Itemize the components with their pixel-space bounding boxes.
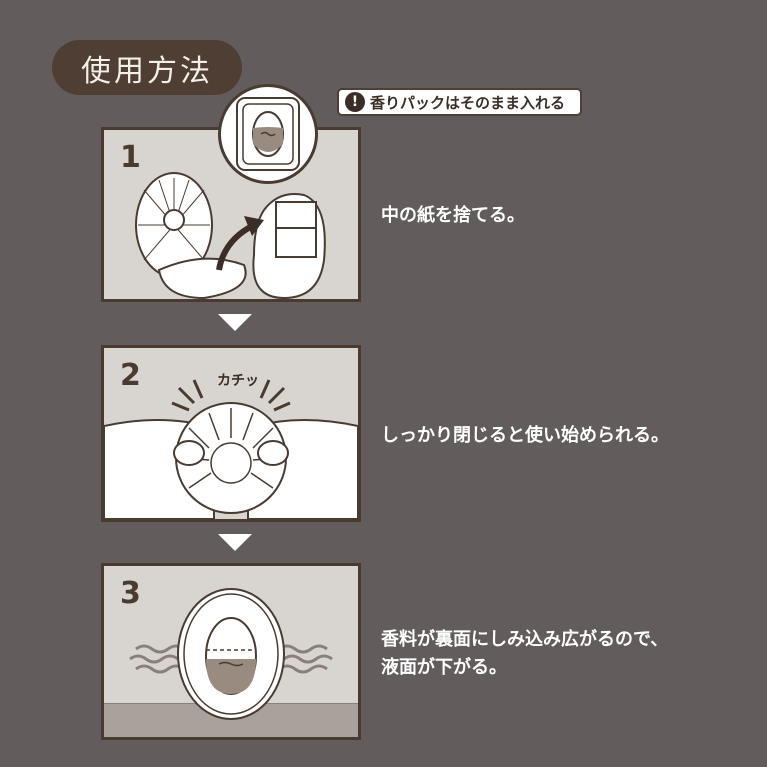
step-3-text-line-2: 液面が下がる。 — [381, 657, 507, 678]
step-1-text: 中の紙を捨てる。 — [381, 205, 525, 226]
down-arrow-icon — [218, 534, 252, 551]
fragrance-pack-icon — [236, 97, 300, 171]
note-badge: ! 香りパックはそのまま入れる — [337, 88, 582, 116]
page-title: 使用方法 — [52, 40, 242, 95]
step-number: 1 — [120, 140, 141, 175]
step-number: 2 — [120, 358, 141, 393]
step-3-illustration — [129, 588, 333, 720]
step-3-text: 香料が裏面にしみ込み広がるので、 液面が下がる。 — [381, 626, 668, 682]
fragrance-pack-detail-illustration — [218, 84, 318, 184]
step-1-illustration — [135, 172, 326, 299]
down-arrow-icon — [218, 314, 252, 331]
step-2-text: しっかり閉じると使い始められる。 — [381, 425, 669, 446]
step-2-illustration — [104, 379, 358, 519]
step-3-text-line-1: 香料が裏面にしみ込み広がるので、 — [381, 629, 669, 650]
click-sound-label: カチッ — [217, 373, 259, 389]
note-text: 香りパックはそのまま入れる — [370, 93, 566, 112]
exclamation-icon: ! — [345, 92, 365, 112]
step-number: 3 — [120, 576, 141, 611]
step-3-panel: 3 — [101, 563, 361, 740]
step-2-panel: 2 カチッ — [101, 345, 361, 522]
